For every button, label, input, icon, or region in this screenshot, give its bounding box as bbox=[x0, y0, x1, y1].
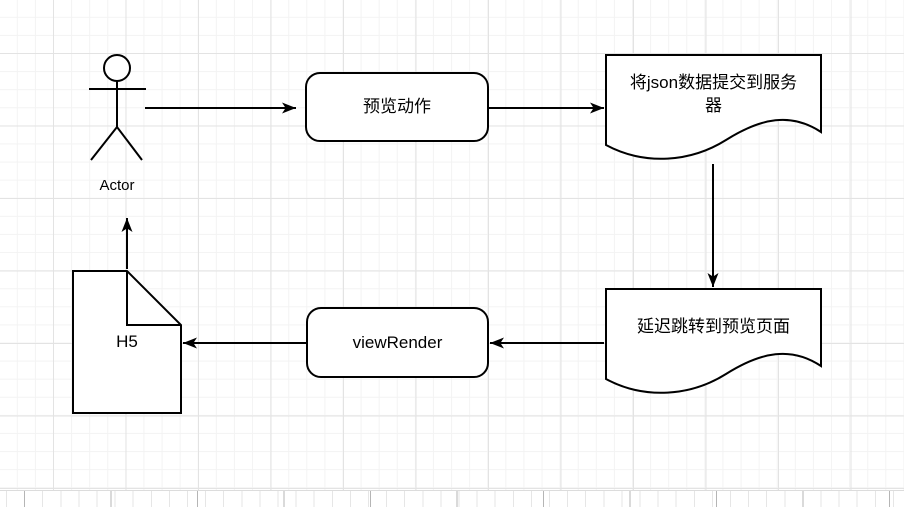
h5-note-outline bbox=[72, 270, 182, 414]
h5-note-fold bbox=[126, 271, 181, 326]
actor-node[interactable] bbox=[89, 54, 146, 161]
bottom-ruler-ticks bbox=[0, 490, 904, 507]
submit-json-node[interactable] bbox=[605, 54, 822, 160]
preview-action-node[interactable] bbox=[305, 72, 489, 142]
actor-legs bbox=[90, 125, 143, 161]
actor-head bbox=[103, 54, 131, 82]
h5-node[interactable] bbox=[72, 270, 182, 414]
delay-redirect-node[interactable] bbox=[605, 288, 822, 394]
view-render-node[interactable] bbox=[306, 307, 489, 378]
